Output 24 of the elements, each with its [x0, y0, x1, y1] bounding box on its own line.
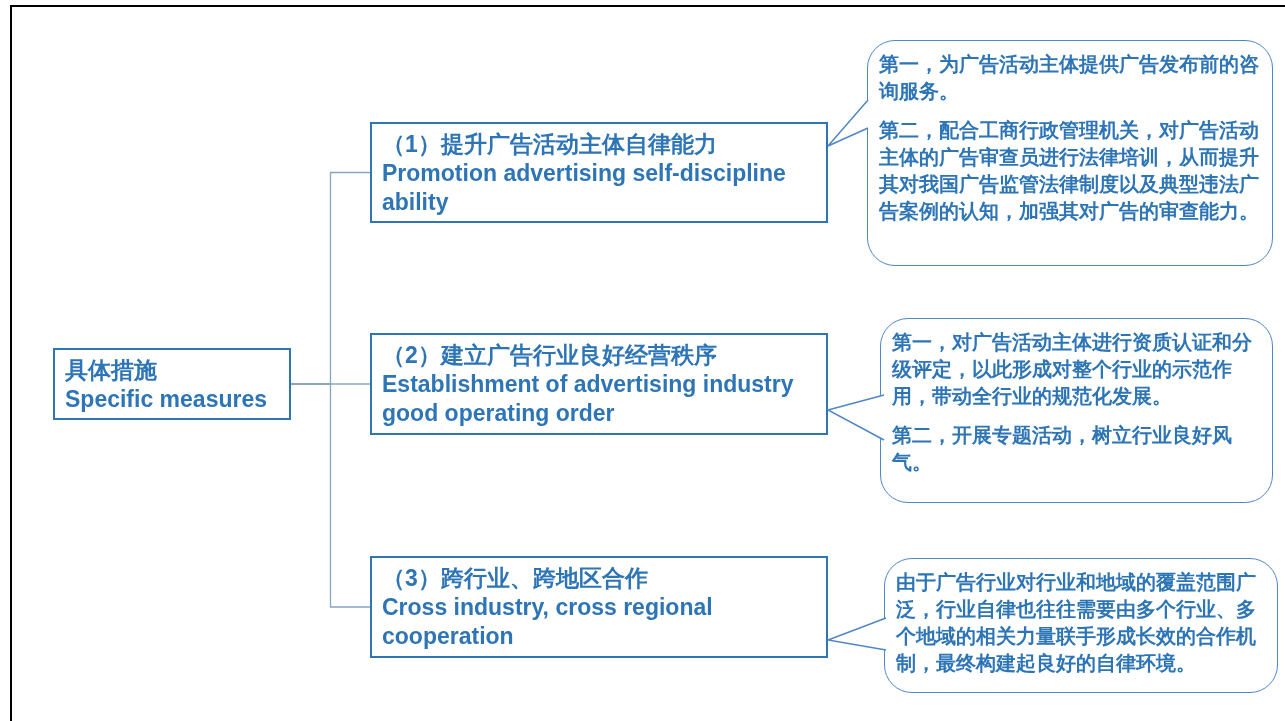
- connector-line: [290, 383, 371, 608]
- english-title: Specific measures: [65, 385, 268, 414]
- topic-box: [53, 348, 291, 420]
- measure-box: [370, 556, 828, 658]
- paragraph: 第一，对广告活动主体进行资质认证和分级评定，以此形成对整个行业的示范作用，带动全行业的规范化发展。: [892, 330, 1253, 409]
- paragraph: 第一，为广告活动主体提供广告发布前的咨询服务。: [879, 52, 1260, 104]
- speech-bubble: [880, 318, 1273, 503]
- heading: （3）跨行业、跨地区合作: [382, 564, 649, 593]
- heading: （1）提升广告活动主体自律能力: [382, 130, 718, 159]
- paragraph: 第二，配合工商行政管理机关，对广告活动主体的广告审查员进行法律培训，从而提升其对我国广告监管法律制度以及典型违法广告案例的认知，加强其对广告的审查能力。: [879, 118, 1260, 224]
- heading: （2）建立广告行业良好经营秩序: [382, 341, 718, 370]
- english-title: Establishment of advertising industry good operating order: [382, 370, 795, 428]
- paragraph: 第二，开展专题活动，树立行业良好风气。: [892, 423, 1233, 475]
- callout-tail: [827, 99, 869, 147]
- callout-tail: [825, 617, 887, 651]
- speech-bubble: [867, 40, 1273, 266]
- english-title: Cross industry, cross regional cooperation: [382, 593, 714, 651]
- heading: 具体措施: [65, 356, 158, 385]
- callout-tail: [825, 394, 885, 441]
- paragraph: 由于广告行业对行业和地域的覆盖范围广泛，行业自律也往往需要由多个行业、多个地域的相关力量联手形成长效的合作机制，最终构建起良好的自律环境。: [896, 570, 1257, 676]
- speech-bubble: [884, 558, 1278, 693]
- english-title: Promotion advertising self-discipline ability: [382, 159, 787, 217]
- measure-box: [370, 333, 828, 435]
- measure-box: [370, 122, 828, 223]
